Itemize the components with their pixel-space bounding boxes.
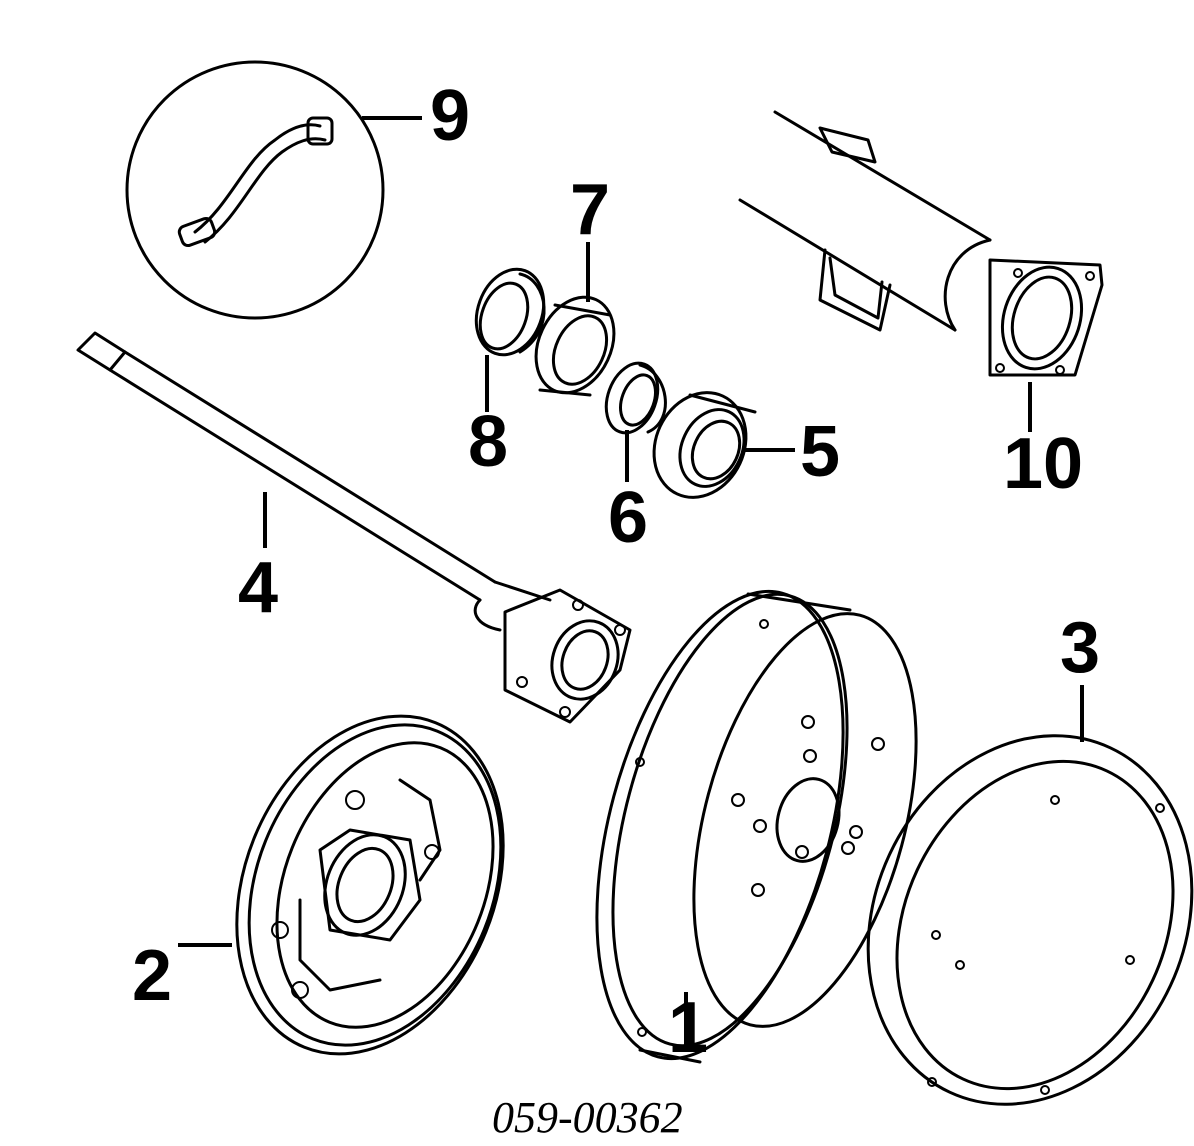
- callout-1: 1: [668, 988, 708, 1068]
- callout-7: 7: [570, 170, 610, 250]
- part-5-bearing: [652, 391, 757, 499]
- part-3-gasket-ring: [866, 734, 1194, 1106]
- callout-numbers: 9 7 8 6 5 10 4 3 2 1: [132, 76, 1100, 1068]
- part-10-axle-housing: [738, 110, 1104, 377]
- callout-4: 4: [238, 548, 278, 628]
- part-6-retainer-ring: [604, 361, 667, 435]
- leader-lines: [178, 116, 1084, 1050]
- callout-10: 10: [1003, 424, 1083, 504]
- part-9-brake-hose-inset: [125, 60, 385, 320]
- part-2-backing-plate: [235, 714, 505, 1056]
- callout-9: 9: [430, 76, 470, 156]
- callout-2: 2: [132, 936, 172, 1016]
- part-4-axle-shaft: [76, 331, 632, 724]
- callout-8: 8: [468, 402, 508, 482]
- part-7-bearing: [534, 295, 616, 397]
- callout-3: 3: [1060, 608, 1100, 688]
- callout-6: 6: [608, 478, 648, 558]
- part-1-brake-drum: [595, 589, 918, 1064]
- diagram-number: 059-00362: [492, 1093, 683, 1142]
- callout-5: 5: [800, 412, 840, 492]
- part-8-oil-seal: [474, 267, 546, 357]
